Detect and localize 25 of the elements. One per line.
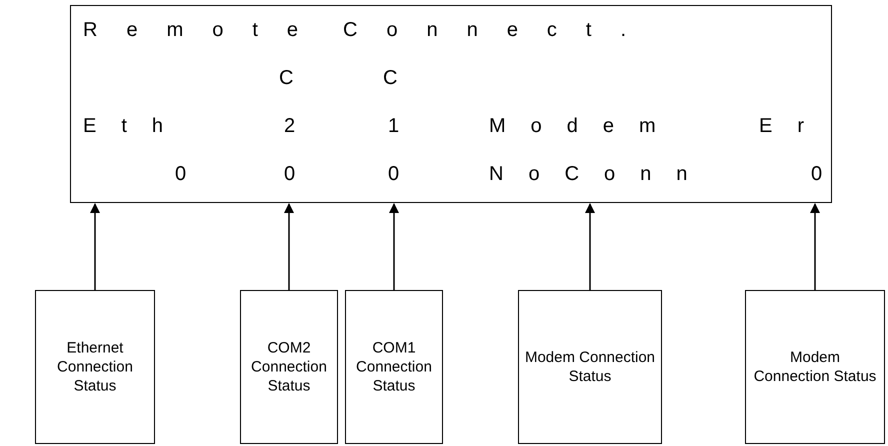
display-text: Er (759, 114, 829, 138)
arrow (810, 203, 820, 290)
callout-box: COM2 Connection Status (240, 290, 338, 444)
arrow (90, 203, 100, 290)
display-text: Modem (489, 114, 681, 138)
display-text: C (383, 66, 422, 90)
arrow (389, 203, 399, 290)
display-text: 0 (811, 162, 848, 186)
display-text: Eth (83, 114, 188, 138)
display-text: C (279, 66, 318, 90)
callout-box: Modem Connection Status (745, 290, 885, 444)
callout-box: COM1 Connection Status (345, 290, 443, 444)
display-text: 1 (388, 114, 424, 138)
display-text: NoConn (489, 162, 712, 186)
display-text: 0 (284, 162, 320, 186)
display-text: 0 (388, 162, 424, 186)
callout-box: Ethernet Connection Status (35, 290, 155, 444)
display-text: 2 (284, 114, 320, 138)
arrow (585, 203, 595, 290)
display-text: Remote (83, 18, 328, 42)
arrow (284, 203, 294, 290)
display-text: Connect. (343, 18, 656, 42)
display-text: 0 (175, 162, 212, 186)
lcd-display (70, 5, 832, 203)
callout-box: Modem Connection Status (518, 290, 662, 444)
